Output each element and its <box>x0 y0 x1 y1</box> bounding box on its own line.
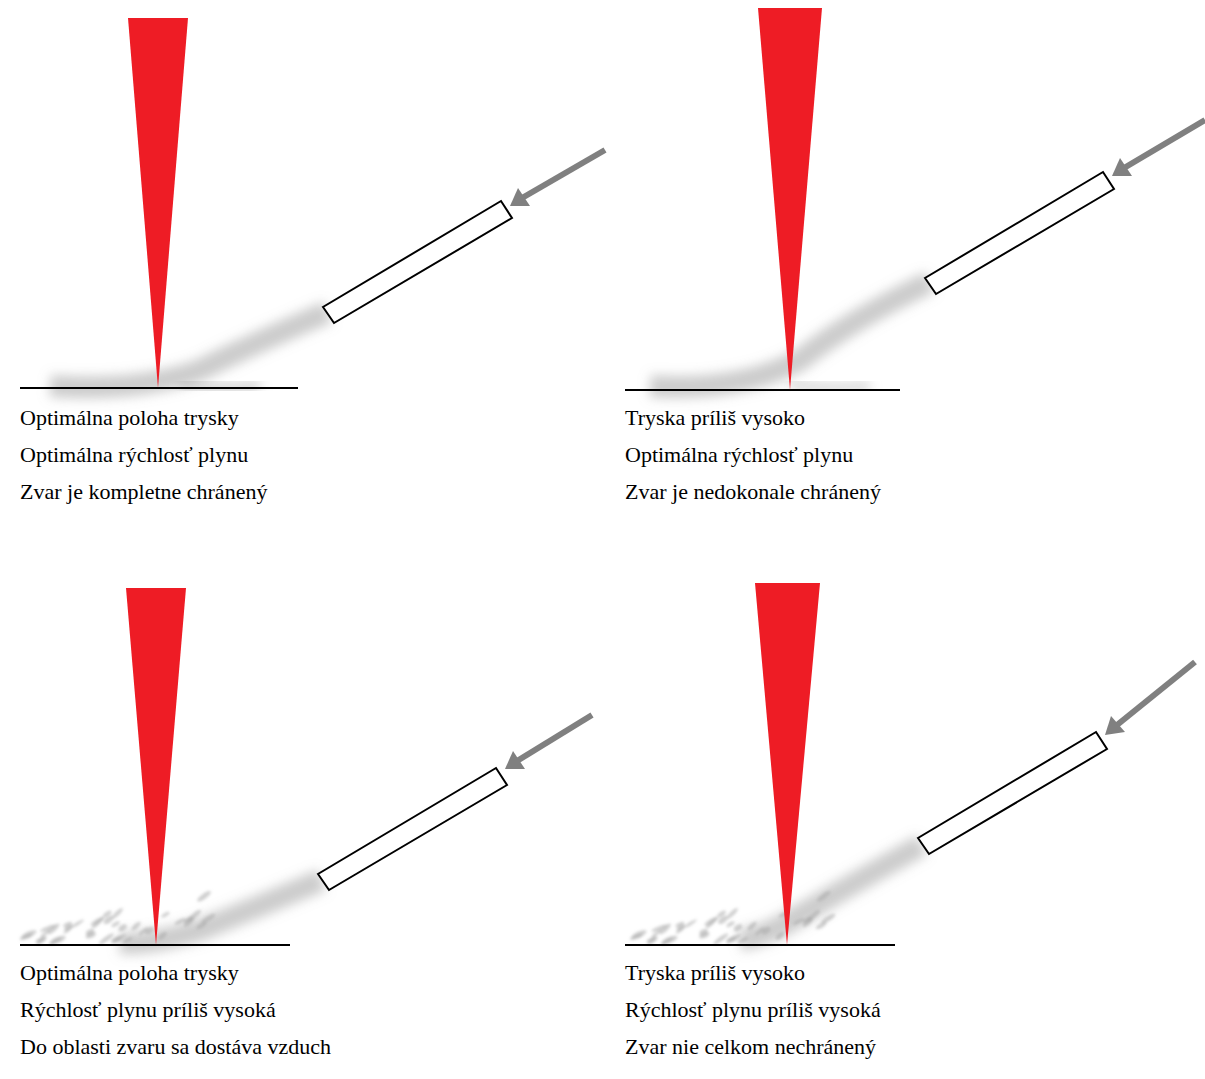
gas-droplet <box>717 914 730 926</box>
gas-droplet <box>130 920 142 931</box>
panel-nozzle-high <box>625 8 1205 390</box>
caption-line: Optimálna rýchlosť plynu <box>20 442 248 468</box>
gas-droplet <box>737 936 749 944</box>
gas-droplet <box>20 929 37 941</box>
gas-droplet <box>698 931 710 940</box>
gas-droplet <box>110 907 124 920</box>
gas-droplet <box>651 929 662 939</box>
gas-droplet <box>733 923 744 933</box>
gas-droplet <box>646 936 657 943</box>
panel-optimal <box>20 18 605 389</box>
gas-droplet <box>85 931 97 940</box>
gas-droplet <box>62 921 72 928</box>
caption-line: Optimálna poloha trysky <box>20 960 239 986</box>
gas-droplet <box>774 930 786 941</box>
caption-line: Tryska príliš vysoko <box>625 960 805 986</box>
gas-droplet <box>703 915 719 927</box>
gas-droplet <box>675 921 685 928</box>
gas-droplet <box>98 932 115 946</box>
panel-both-wrong <box>625 583 1195 946</box>
gas-droplet <box>40 929 51 939</box>
gas-droplet <box>35 936 46 943</box>
gas-droplet <box>805 908 822 923</box>
gas-droplet <box>726 920 736 928</box>
gas-droplet <box>138 926 149 936</box>
gas-droplet <box>630 929 647 941</box>
gas-droplet <box>117 923 128 933</box>
gas-droplet <box>725 907 739 920</box>
gas-droplet <box>122 936 134 944</box>
caption-line: Rýchlosť plynu príliš vysoká <box>20 997 276 1023</box>
caption-line: Optimálna poloha trysky <box>20 405 239 431</box>
gas-droplet <box>46 922 60 936</box>
caption-line: Optimálna rýchlosť plynu <box>625 442 853 468</box>
caption-line: Do oblasti zvaru sa dostáva vzduch <box>20 1034 331 1060</box>
gas-droplet <box>725 935 737 943</box>
caption-line: Tryska príliš vysoko <box>625 405 805 431</box>
gas-droplet <box>160 911 170 919</box>
gas-droplet <box>820 912 837 925</box>
gas-droplet <box>196 889 212 903</box>
gas-droplet <box>200 912 217 925</box>
gas-droplet <box>754 926 765 936</box>
gas-droplet <box>746 920 758 931</box>
gas-droplet <box>712 932 729 946</box>
caption-line: Zvar je kompletne chránený <box>20 479 267 505</box>
gas-droplet <box>186 908 203 923</box>
gas-droplet <box>111 920 121 928</box>
panel-gas-fast <box>19 588 592 946</box>
gas-droplet <box>71 918 85 928</box>
gas-droplet <box>89 915 105 927</box>
caption-line: Zvar je nedokonale chránený <box>625 479 881 505</box>
caption-line: Zvar nie celkom nechránený <box>625 1034 876 1060</box>
gas-droplet <box>816 889 832 903</box>
caption-line: Rýchlosť plynu príliš vysoká <box>625 997 881 1023</box>
gas-droplet <box>658 922 672 936</box>
gas-droplet <box>683 918 697 928</box>
gas-droplet <box>157 930 169 941</box>
